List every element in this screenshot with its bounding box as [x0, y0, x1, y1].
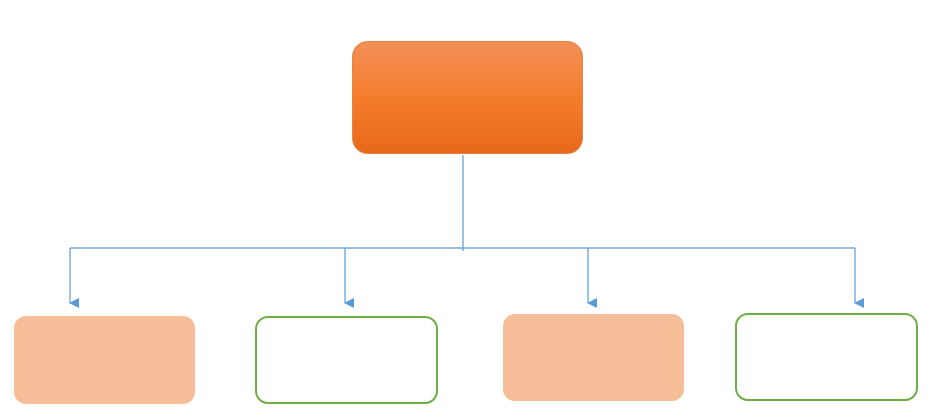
root-node[interactable] — [352, 41, 583, 154]
child-node-2[interactable] — [255, 316, 438, 404]
child-node-4[interactable] — [735, 313, 918, 401]
child-node-1[interactable] — [14, 316, 195, 404]
child-node-3[interactable] — [503, 314, 684, 401]
